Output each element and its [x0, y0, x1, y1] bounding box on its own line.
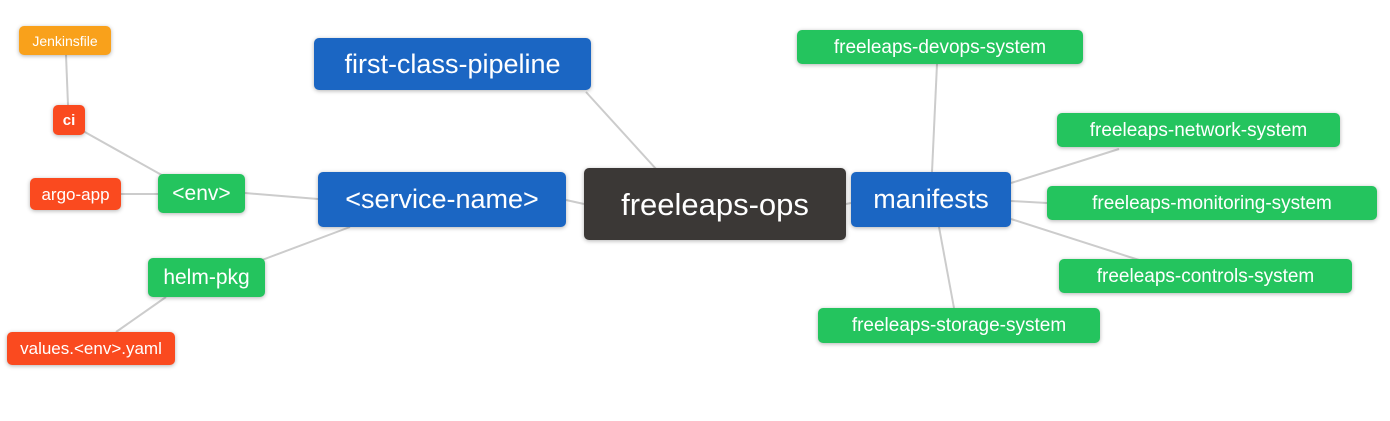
edge-ci-env [82, 130, 168, 179]
node-jenkinsfile[interactable]: Jenkinsfile [19, 26, 111, 55]
edge-jenkinsfile-ci [65, 54, 69, 106]
node-freeleaps-storage-system[interactable]: freeleaps-storage-system [818, 308, 1100, 343]
edge-servicename-freeleapsops [565, 199, 585, 205]
node-values-env-yaml[interactable]: values.<env>.yaml [7, 332, 175, 365]
node-env[interactable]: <env> [158, 174, 245, 213]
node-freeleaps-ops[interactable]: freeleaps-ops [584, 168, 846, 240]
node-helm-pkg[interactable]: helm-pkg [148, 258, 265, 297]
edge-devops-manifests [931, 63, 938, 173]
edge-pipeline-freeleapsops [585, 91, 658, 171]
node-argo-app[interactable]: argo-app [30, 178, 121, 210]
node-freeleaps-network-system[interactable]: freeleaps-network-system [1057, 113, 1340, 147]
node-ci[interactable]: ci [53, 105, 85, 135]
node-manifests[interactable]: manifests [851, 172, 1011, 227]
node-freeleaps-monitoring-system[interactable]: freeleaps-monitoring-system [1047, 186, 1377, 220]
edge-manifests-network [1010, 148, 1120, 184]
edge-manifests-monitoring [1010, 200, 1048, 204]
node-freeleaps-devops-system[interactable]: freeleaps-devops-system [797, 30, 1083, 64]
edge-manifests-storage [938, 226, 955, 309]
edge-freeleapsops-manifests [845, 202, 852, 205]
edge-helmpkg-values [115, 296, 167, 333]
node-freeleaps-controls-system[interactable]: freeleaps-controls-system [1059, 259, 1352, 293]
node-first-class-pipeline[interactable]: first-class-pipeline [314, 38, 591, 90]
edge-env-servicename [244, 192, 319, 200]
edge-helmpkg-servicename [261, 226, 351, 261]
node-service-name[interactable]: <service-name> [318, 172, 566, 227]
edge-manifests-controls [1010, 218, 1140, 261]
